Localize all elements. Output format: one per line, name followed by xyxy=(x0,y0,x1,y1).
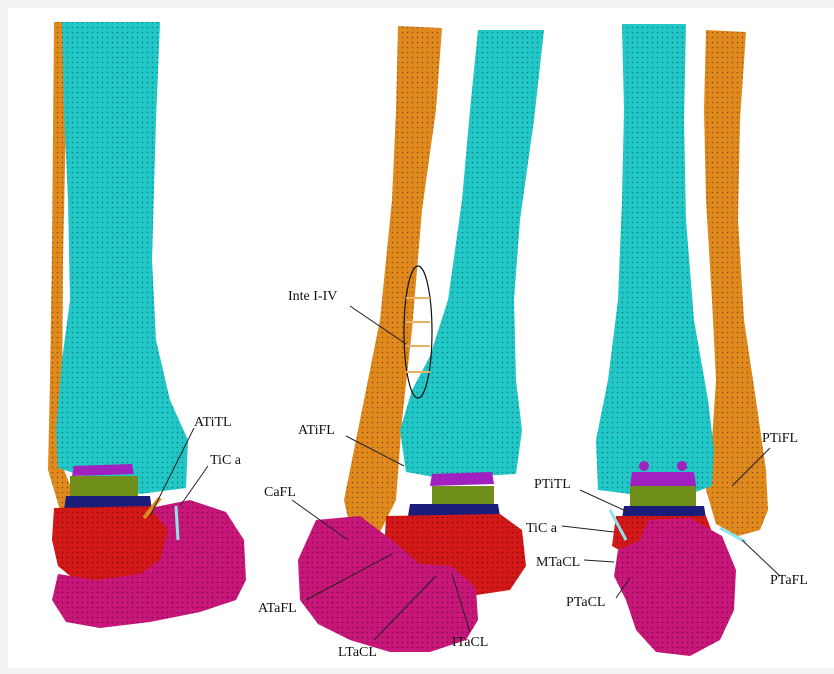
label-mtacl: MTaCL xyxy=(536,555,580,570)
middle-view: Inte I-IV ATiFL CaFL ATaFL LTaCL ITaCL xyxy=(258,26,544,660)
label-tica-right: TiC a xyxy=(526,521,558,536)
middle-cartilage-navy xyxy=(408,504,500,516)
right-cartilage-knob-left xyxy=(639,461,649,471)
right-leader-tica xyxy=(562,526,614,532)
label-atitl: ATiTL xyxy=(194,415,232,430)
left-cartilage-green xyxy=(70,476,138,496)
right-cartilage-knob-right xyxy=(677,461,687,471)
left-tibia xyxy=(56,22,188,494)
label-tica-left: TiC a xyxy=(210,453,242,468)
middle-cartilage-green xyxy=(432,486,494,504)
label-ptafl: PTaFL xyxy=(770,573,808,588)
right-tibia xyxy=(596,24,714,494)
label-ltacl: LTaCL xyxy=(338,645,377,660)
label-itacl: ITaCL xyxy=(452,635,488,650)
label-cafl: CaFL xyxy=(264,485,296,500)
right-leader-ptafl xyxy=(742,540,780,576)
left-view: ATiTL TiC a xyxy=(48,22,246,628)
middle-cartilage-purple xyxy=(430,472,494,486)
right-leader-ptitl xyxy=(580,490,628,512)
right-leader-mtacl xyxy=(584,560,614,562)
left-ligament-tica xyxy=(176,506,178,540)
left-cartilage-purple xyxy=(72,464,134,476)
label-ptifl: PTiFL xyxy=(762,431,798,446)
right-cartilage-purple xyxy=(630,472,696,486)
label-inte: Inte I-IV xyxy=(288,289,337,304)
label-atafl: ATaFL xyxy=(258,601,297,616)
label-ptitl: PTiTL xyxy=(534,477,571,492)
label-ptacl: PTaCL xyxy=(566,595,605,610)
label-atifl: ATiFL xyxy=(298,423,335,438)
right-cartilage-green xyxy=(630,486,696,506)
right-view: PTiTL TiC a MTaCL PTaCL PTiFL PTaFL xyxy=(526,24,808,656)
